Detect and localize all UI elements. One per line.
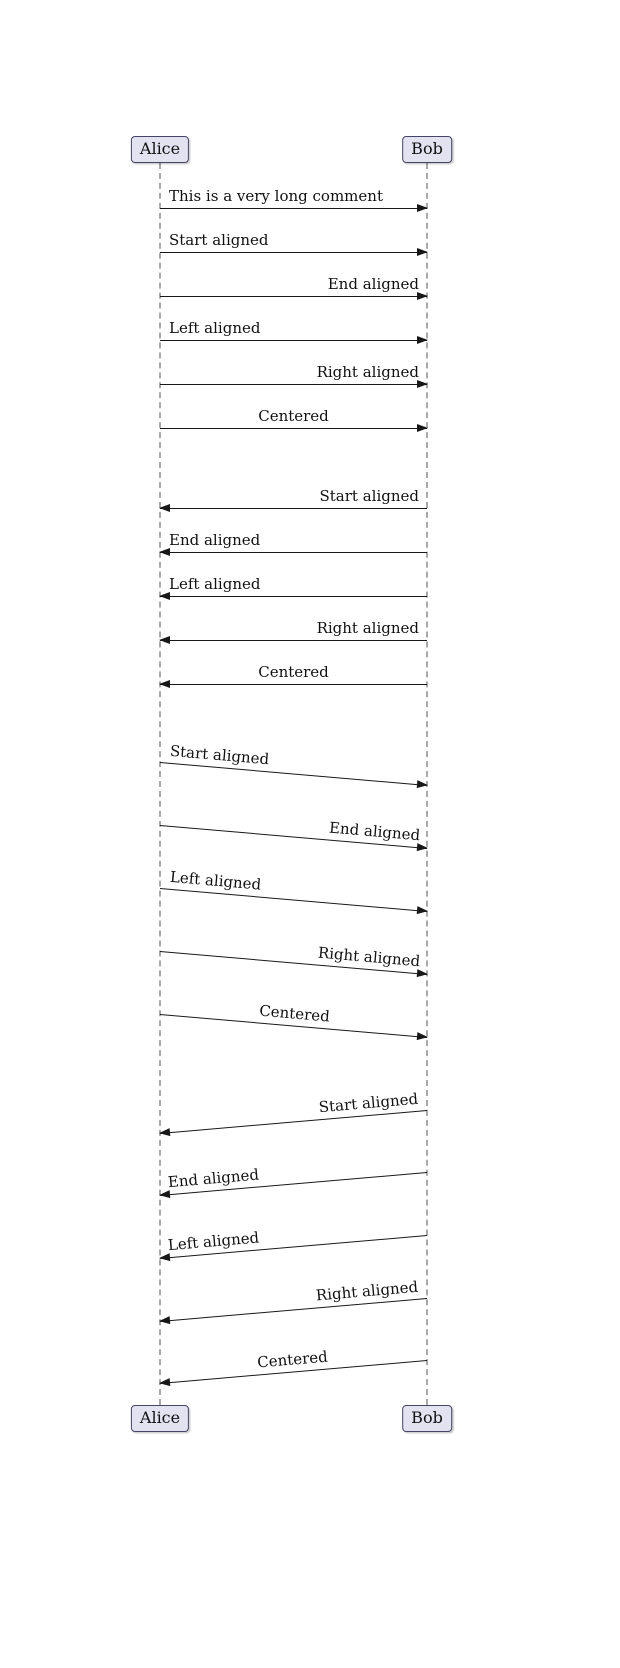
- message-slanted-to-alice: End aligned: [158, 1165, 428, 1200]
- message-label: Centered: [258, 663, 329, 681]
- message-slanted-to-bob: Left aligned: [159, 868, 429, 916]
- message-line: [160, 384, 427, 385]
- message-slanted-to-alice: Right aligned: [158, 1278, 428, 1326]
- message-label: This is a very long comment: [169, 187, 383, 205]
- arrowhead-icon: [159, 504, 170, 512]
- actor-box-alice-bottom: Alice: [130, 1405, 190, 1432]
- message-line: [159, 762, 428, 786]
- arrowhead-icon: [158, 1316, 171, 1326]
- message-label: End aligned: [169, 531, 261, 549]
- arrowhead-icon: [417, 424, 428, 432]
- message-label: Left aligned: [169, 319, 261, 337]
- message-line: [159, 888, 428, 912]
- message-line: [160, 296, 427, 297]
- actor-box-bob-bottom: Bob: [402, 1405, 452, 1432]
- message-label: Centered: [256, 1347, 329, 1372]
- message-line: [160, 640, 427, 641]
- arrowhead-icon: [159, 636, 170, 644]
- arrowhead-icon: [416, 969, 429, 979]
- message-line: [160, 596, 427, 597]
- message-line: [160, 428, 427, 429]
- arrowhead-icon: [416, 906, 429, 916]
- message-slanted-to-bob: Start aligned: [159, 742, 429, 790]
- arrowhead-icon: [158, 1253, 171, 1263]
- arrowhead-icon: [417, 336, 428, 344]
- message-slanted-to-bob: Centered: [159, 1002, 429, 1042]
- lifeline-alice: [159, 163, 161, 1405]
- arrowhead-icon: [158, 1378, 171, 1388]
- message-slanted-to-bob: End aligned: [159, 819, 429, 853]
- arrowhead-icon: [158, 1190, 171, 1200]
- arrowhead-icon: [159, 592, 170, 600]
- arrowhead-icon: [158, 1128, 171, 1138]
- actor-box-bob-top: Bob: [402, 136, 452, 163]
- arrowhead-icon: [417, 380, 428, 388]
- message-label: Start aligned: [169, 231, 269, 249]
- message-label: Centered: [258, 407, 329, 425]
- arrowhead-icon: [159, 548, 170, 556]
- message-label: End aligned: [327, 275, 419, 293]
- arrowhead-icon: [416, 1032, 429, 1042]
- message-slanted-to-bob: Right aligned: [159, 944, 429, 979]
- message-label: Left aligned: [169, 575, 261, 593]
- message-line: [160, 508, 427, 509]
- arrowhead-icon: [417, 204, 428, 212]
- message-label: Start aligned: [319, 487, 420, 505]
- message-line: [160, 552, 427, 553]
- message-line: [160, 684, 427, 685]
- message-line: [159, 1298, 428, 1322]
- message-label: Centered: [258, 1001, 331, 1026]
- arrowhead-icon: [417, 292, 428, 300]
- arrowhead-icon: [416, 843, 429, 853]
- message-slanted-to-alice: Left aligned: [158, 1228, 428, 1263]
- message-label: Right aligned: [316, 363, 419, 381]
- message-label: Right aligned: [316, 619, 419, 637]
- message-line: [159, 1110, 428, 1134]
- arrowhead-icon: [416, 780, 429, 790]
- actor-box-alice-top: Alice: [130, 136, 190, 163]
- message-slanted-to-alice: Centered: [158, 1348, 428, 1388]
- message-line: [160, 252, 427, 253]
- arrowhead-icon: [159, 680, 170, 688]
- message-line: [160, 340, 427, 341]
- message-slanted-to-alice: Start aligned: [158, 1090, 428, 1138]
- arrowhead-icon: [417, 248, 428, 256]
- message-line: [160, 208, 427, 209]
